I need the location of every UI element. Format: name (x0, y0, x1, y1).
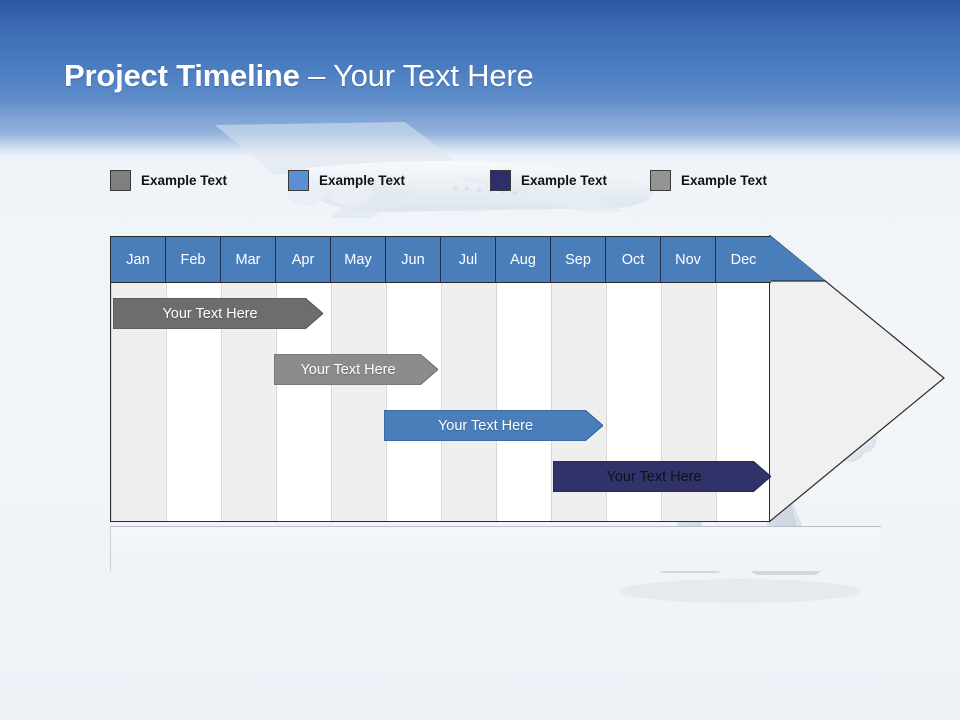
task-bar-3[interactable]: Your Text Here (384, 410, 603, 441)
task-bar-3-label: Your Text Here (437, 417, 534, 434)
timeline-grid: Jan Feb Mar Apr May Jun Jul Aug Sep Oct … (110, 236, 771, 522)
task-bar-1[interactable]: Your Text Here (113, 298, 323, 329)
month-header-row: Jan Feb Mar Apr May Jun Jul Aug Sep Oct … (111, 237, 771, 283)
grid-column-oct (606, 237, 661, 521)
bottom-reflection-plate (110, 526, 881, 571)
month-header-oct[interactable]: Oct (606, 237, 661, 282)
legend-item-3[interactable]: Example Text (490, 170, 607, 191)
grid-column-mar (221, 237, 276, 521)
legend: Example Text Example Text Example Text E… (110, 170, 850, 194)
task-bar-4-label: Your Text Here (606, 468, 702, 485)
legend-swatch-blue (288, 170, 309, 191)
legend-item-2[interactable]: Example Text (288, 170, 405, 191)
month-header-mar[interactable]: Mar (221, 237, 276, 282)
timeline-chart: Jan Feb Mar Apr May Jun Jul Aug Sep Oct … (110, 235, 945, 524)
month-header-sep[interactable]: Sep (551, 237, 606, 282)
month-header-nov[interactable]: Nov (661, 237, 716, 282)
task-bar-2[interactable]: Your Text Here (274, 354, 438, 385)
page-title-rest: Your Text Here (333, 58, 534, 93)
page-title-bold: Project Timeline (64, 58, 300, 93)
legend-item-1[interactable]: Example Text (110, 170, 227, 191)
page-title-separator: – (299, 58, 334, 93)
month-header-jul[interactable]: Jul (441, 237, 496, 282)
month-header-aug[interactable]: Aug (496, 237, 551, 282)
page-title: Project Timeline – Your Text Here (64, 58, 534, 94)
legend-swatch-navy (490, 170, 511, 191)
month-header-may[interactable]: May (331, 237, 386, 282)
grid-column-jan (111, 237, 166, 521)
grid-column-feb (166, 237, 221, 521)
month-header-feb[interactable]: Feb (166, 237, 221, 282)
title-banner: Project Timeline – Your Text Here (0, 0, 960, 158)
grid-column-dec (716, 237, 771, 521)
month-header-dec[interactable]: Dec (730, 251, 757, 268)
legend-label-2: Example Text (319, 173, 406, 188)
task-bar-1-label: Your Text Here (162, 305, 258, 322)
grid-column-jul (441, 237, 496, 521)
timeline-arrow-head (769, 235, 945, 523)
legend-swatch-gray-dark (110, 170, 131, 191)
task-bar-4[interactable]: Your Text Here (553, 461, 771, 492)
task-bar-2-label: Your Text Here (300, 361, 396, 378)
legend-swatch-gray-light (650, 170, 671, 191)
legend-label-4: Example Text (681, 173, 768, 188)
month-header-jun[interactable]: Jun (386, 237, 441, 282)
grid-column-aug (496, 237, 551, 521)
month-header-apr[interactable]: Apr (276, 237, 331, 282)
legend-label-3: Example Text (521, 173, 608, 188)
legend-item-4[interactable]: Example Text (650, 170, 767, 191)
month-header-jan[interactable]: Jan (111, 237, 166, 282)
legend-label-1: Example Text (141, 173, 228, 188)
